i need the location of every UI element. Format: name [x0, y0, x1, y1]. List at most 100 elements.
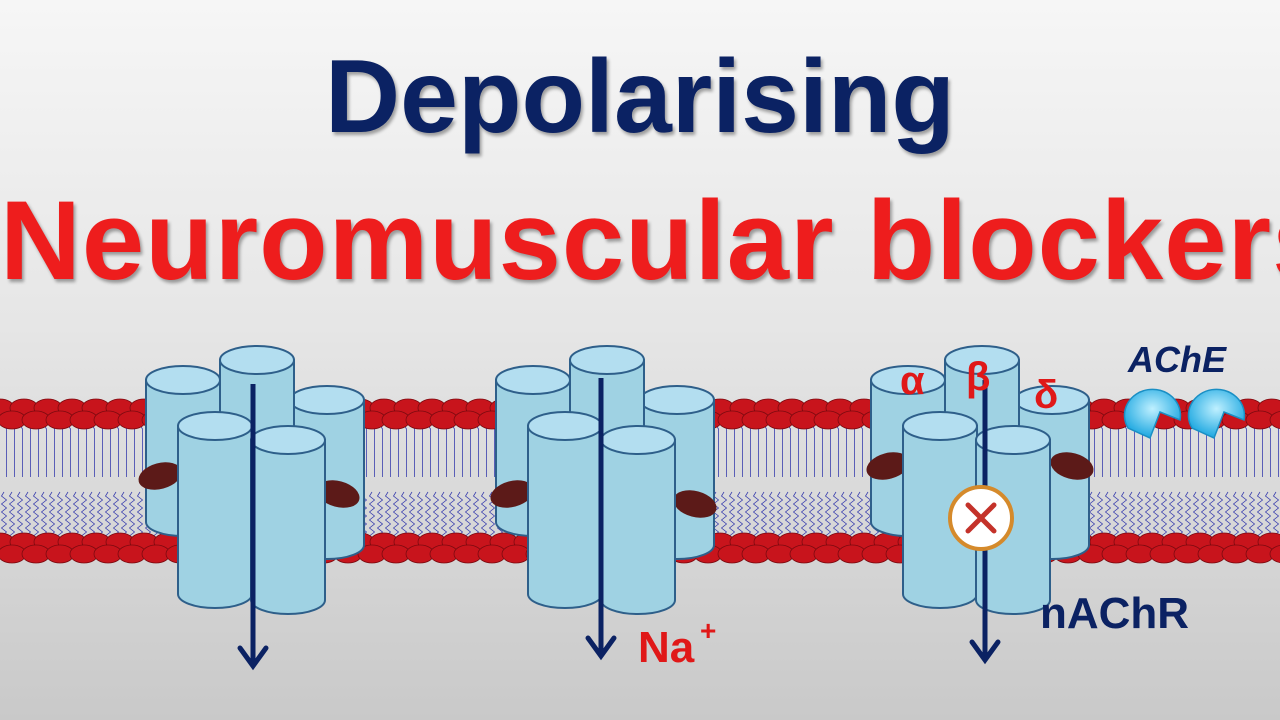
lipid-tail	[472, 491, 480, 541]
lipid-tail	[792, 491, 800, 541]
lipid-tail	[24, 491, 32, 541]
lipid-tail	[483, 424, 487, 477]
lipid-tail	[72, 491, 80, 541]
title-line-2: Neuromuscular blockers	[0, 178, 1280, 303]
lipid-tail	[1192, 491, 1200, 541]
lipid-tail	[1107, 424, 1111, 477]
lipid-tail	[16, 491, 24, 541]
lipid-head	[1269, 410, 1280, 430]
lipid-tail	[819, 424, 823, 477]
lipid-tail	[1256, 491, 1264, 541]
receptor-1	[138, 344, 365, 671]
lipid-tail	[99, 424, 103, 477]
lipid-tail	[720, 491, 728, 541]
title-line-1: Depolarising	[325, 39, 955, 155]
lipid-tail	[456, 491, 464, 541]
lipid-tail	[59, 424, 63, 477]
lipid-tail	[1240, 491, 1248, 541]
lipid-tail	[856, 491, 864, 541]
lipid-tail	[376, 491, 384, 541]
lipid-tail	[1219, 424, 1223, 477]
lipid-tail	[1227, 424, 1231, 477]
lipid-tail	[752, 491, 760, 541]
ligand-molecule	[1050, 452, 1094, 480]
lipid-tail	[1168, 491, 1176, 541]
lipid-tail	[1096, 491, 1104, 541]
lipid-tail	[91, 424, 95, 477]
lipid-tail	[1120, 491, 1128, 541]
lipid-tail	[824, 491, 832, 541]
lipid-tail	[1115, 424, 1119, 477]
lipid-tail	[43, 424, 47, 477]
channel-subunit	[600, 424, 676, 616]
lipid-tail	[115, 424, 119, 477]
lipid-tail	[1160, 491, 1168, 541]
lipid-tail	[1104, 491, 1112, 541]
lipid-tail	[715, 424, 719, 477]
lipid-tail	[1128, 491, 1136, 541]
lipid-tail	[843, 424, 847, 477]
lipid-tail	[731, 424, 735, 477]
lipid-tail	[67, 424, 71, 477]
lipid-tail	[1088, 491, 1096, 541]
lipid-tail	[1171, 424, 1175, 477]
lipid-tail	[835, 424, 839, 477]
lipid-tail	[427, 424, 431, 477]
lipid-tail	[776, 491, 784, 541]
lipid-tail	[371, 424, 375, 477]
beta-subunit-label: β	[966, 355, 990, 399]
lipid-tail	[848, 491, 856, 541]
lipid-tail	[32, 491, 40, 541]
lipid-tail	[416, 491, 424, 541]
lipid-tail	[1251, 424, 1255, 477]
lipid-tail	[779, 424, 783, 477]
lipid-tail	[1275, 424, 1279, 477]
ligand-molecule	[316, 480, 360, 508]
lipid-tail	[395, 424, 399, 477]
lipid-tail	[1195, 424, 1199, 477]
lipid-tail	[1184, 491, 1192, 541]
lipid-tail	[0, 491, 8, 541]
lipid-tail	[1123, 424, 1127, 477]
lipid-tail	[1136, 491, 1144, 541]
ligand-molecule	[673, 490, 717, 518]
ion-label: Na	[638, 623, 695, 672]
lipid-tail	[763, 424, 767, 477]
lipid-tail	[1200, 491, 1208, 541]
lipid-tail	[747, 424, 751, 477]
lipid-tail	[360, 491, 368, 541]
lipid-tail	[816, 491, 824, 541]
lipid-tail	[464, 491, 472, 541]
lipid-tail	[795, 424, 799, 477]
lipid-tail	[379, 424, 383, 477]
lipid-tail	[432, 491, 440, 541]
lipid-tail	[1179, 424, 1183, 477]
lipid-tail	[112, 491, 120, 541]
lipid-tail	[760, 491, 768, 541]
blocked-x-icon	[948, 485, 1014, 551]
lipid-tail	[1243, 424, 1247, 477]
receptor-3	[866, 344, 1094, 665]
lipid-tail	[1248, 491, 1256, 541]
lipid-tail	[1099, 424, 1103, 477]
lipid-tail	[1155, 424, 1159, 477]
channel-subunit	[177, 410, 253, 610]
lipid-tail	[40, 491, 48, 541]
lipid-tail	[96, 491, 104, 541]
lipid-tail	[832, 491, 840, 541]
lipid-head	[1269, 544, 1280, 564]
lipid-tail	[1208, 491, 1216, 541]
ligand-molecule	[866, 452, 910, 480]
lipid-tail	[1131, 424, 1135, 477]
lipid-tail	[403, 424, 407, 477]
lipid-tail	[435, 424, 439, 477]
lipid-tail	[424, 491, 432, 541]
lipid-tail	[35, 424, 39, 477]
ion-charge-label: +	[700, 615, 716, 646]
lipid-tail	[451, 424, 455, 477]
lipid-tail	[64, 491, 72, 541]
channel-subunit	[250, 424, 326, 616]
lipid-tail	[408, 491, 416, 541]
lipid-tail	[840, 491, 848, 541]
